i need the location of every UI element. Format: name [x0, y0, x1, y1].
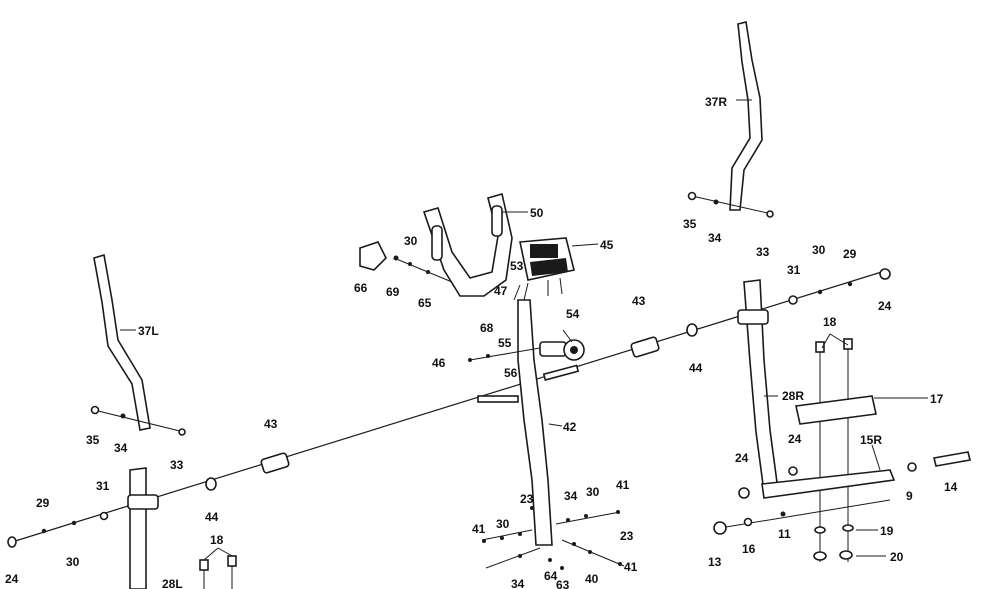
label-24-right: 24: [878, 299, 892, 313]
label-69: 69: [386, 285, 400, 299]
label-34-left: 34: [114, 441, 128, 455]
label-66: 66: [354, 281, 368, 295]
washer-31-right: [788, 295, 798, 305]
cap-24-link: [738, 487, 750, 499]
handle-37R: [729, 21, 763, 211]
label-42: 42: [563, 420, 577, 434]
label-53-top: 53: [510, 259, 524, 273]
label-30-bottom-right: 30: [586, 485, 600, 499]
label-15R: 15R: [860, 433, 882, 447]
label-35-right: 35: [683, 217, 697, 231]
label-43-left: 43: [264, 417, 278, 431]
cap-24-right: [879, 268, 891, 280]
label-33-right: 33: [756, 245, 770, 259]
label-16: 16: [742, 542, 756, 556]
label-65: 65: [418, 296, 432, 310]
handle-37L: [93, 253, 151, 431]
label-34-bottom: 34: [564, 489, 578, 503]
axle-14: [933, 451, 971, 467]
label-37R: 37R: [705, 95, 727, 109]
console-45: [519, 237, 575, 281]
label-50: 50: [530, 206, 544, 220]
sleeve-43-left: [260, 452, 290, 474]
tube-56: [477, 395, 519, 403]
knob-35-right: [687, 191, 697, 201]
label-28R: 28R: [782, 389, 804, 403]
bolt-33-right: [766, 210, 774, 218]
label-44-left: 44: [205, 510, 219, 524]
label-46: 46: [432, 356, 446, 370]
label-24-mid: 24: [788, 432, 802, 446]
label-34-lower: 34: [511, 577, 525, 589]
washer-34-right: [713, 199, 719, 205]
label-29-right: 29: [843, 247, 857, 261]
cap-13: [713, 521, 727, 535]
label-20: 20: [890, 550, 904, 564]
bushing-9: [907, 462, 917, 472]
label-41-right: 41: [624, 560, 638, 574]
label-24-left: 24: [5, 572, 19, 586]
part-labels: 37R 35 34 33 50 45 30 66 69 65 53 47 68 …: [5, 95, 958, 589]
label-40: 40: [585, 572, 599, 586]
label-68: 68: [480, 321, 494, 335]
cap-24-left: [7, 536, 17, 548]
arm-28L: [127, 467, 159, 589]
label-11: 11: [778, 527, 791, 541]
label-47: 47: [494, 284, 508, 298]
bracket-66: [359, 241, 387, 271]
label-18-right: 18: [823, 315, 837, 329]
label-18-left: 18: [210, 533, 224, 547]
label-13: 13: [708, 555, 722, 569]
label-35-left: 35: [86, 433, 100, 447]
label-41-left: 41: [472, 522, 486, 536]
label-23-right: 23: [620, 529, 634, 543]
label-33-left: 33: [170, 458, 184, 472]
label-29-left: 29: [36, 496, 50, 510]
bushing-44-left: [205, 477, 217, 491]
upright-42: [517, 299, 553, 546]
bushing-44-right: [686, 323, 698, 337]
label-37L: 37L: [138, 324, 159, 338]
label-63: 63: [556, 578, 570, 589]
link-15R: [761, 469, 896, 499]
label-9: 9: [906, 489, 913, 503]
label-54: 54: [566, 307, 580, 321]
pedal-17: [795, 395, 877, 425]
label-14: 14: [944, 480, 958, 494]
label-28L: 28L: [162, 577, 183, 589]
label-45: 45: [600, 238, 614, 252]
label-30-left: 30: [66, 555, 80, 569]
label-30-right: 30: [812, 243, 826, 257]
sleeve-43-right: [630, 336, 660, 358]
label-31-right: 31: [787, 263, 801, 277]
label-19: 19: [880, 524, 894, 538]
label-41-top: 41: [616, 478, 630, 492]
label-56: 56: [504, 366, 518, 380]
label-23-left: 23: [520, 492, 534, 506]
handlebar-50: [422, 192, 513, 297]
label-24-link: 24: [735, 451, 749, 465]
label-31-left: 31: [96, 479, 110, 493]
label-17: 17: [930, 392, 944, 406]
label-43-right: 43: [632, 294, 646, 308]
sensor-54: [539, 339, 585, 361]
label-55: 55: [498, 336, 512, 350]
label-30-top: 30: [404, 234, 418, 248]
label-34-right: 34: [708, 231, 722, 245]
label-44-right: 44: [689, 361, 703, 375]
arm-28R: [737, 279, 779, 493]
label-30-bottom-left: 30: [496, 517, 510, 531]
label-64: 64: [544, 569, 558, 583]
